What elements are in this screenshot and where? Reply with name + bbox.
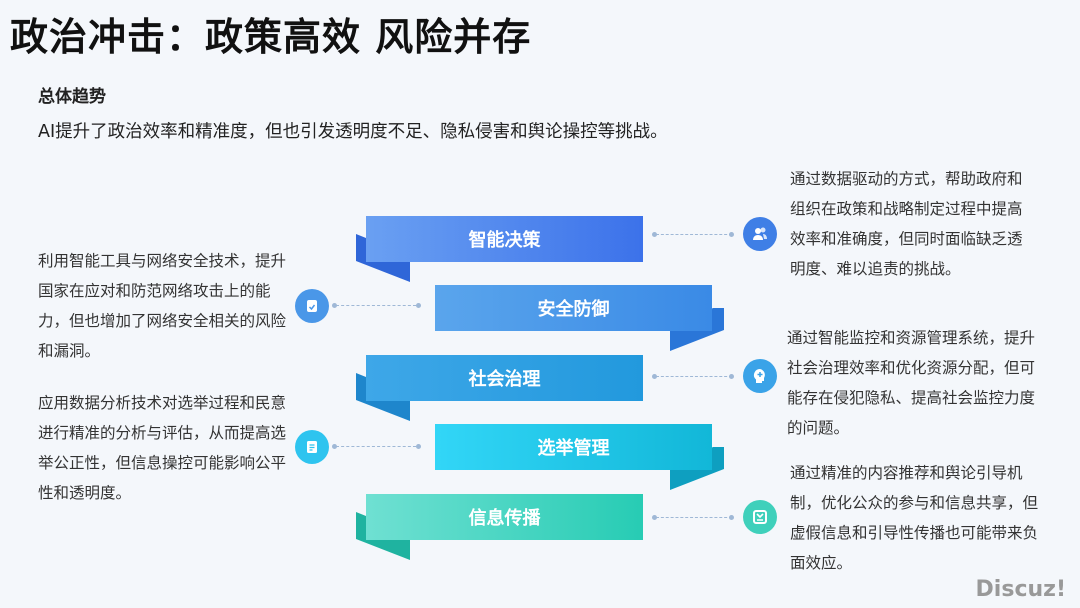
banner-label: 选举管理 (537, 438, 610, 459)
desc-security-defense: 利用智能工具与网络安全技术，提升国家在应对和防范网络攻击上的能力，但也增加了网络… (38, 252, 287, 360)
lightbulb-head-icon (743, 359, 777, 393)
banner-label: 社会治理 (468, 369, 541, 390)
users-icon (743, 217, 777, 251)
watermark: Discuz! (975, 577, 1066, 602)
desc-information-spread: 通过精准的内容推荐和舆论引导机制，优化公众的参与和信息共享，但虚假信息和引导性传… (790, 464, 1039, 572)
desc-social-governance: 通过智能监控和资源管理系统，提升社会治理效率和优化资源分配，但可能存在侵犯隐私、… (787, 329, 1036, 437)
desc-election-management: 应用数据分析技术对选举过程和民意进行精准的分析与评估，从而提高选举公正性，但信息… (38, 394, 287, 502)
banner-social-governance: 社会治理 (366, 355, 643, 401)
banner-label: 智能决策 (468, 230, 541, 251)
shield-check-icon (295, 289, 329, 323)
banner-information-spread: 信息传播 (366, 494, 643, 540)
desc-smart-decision: 通过数据驱动的方式，帮助政府和组织在政策和战略制定过程中提高效率和准确度，但同时… (790, 170, 1023, 278)
summary-text: AI提升了政治效率和精准度，但也引发透明度不足、隐私侵害和舆论操控等挑战。 (38, 122, 668, 142)
banner-security-defense: 安全防御 (435, 285, 712, 331)
clipboard-icon (295, 430, 329, 464)
banner-smart-decision: 智能决策 (366, 216, 643, 262)
banner-label: 信息传播 (468, 508, 541, 529)
page-title: 政治冲击：政策高效 风险并存 (10, 15, 532, 59)
banner-election-management: 选举管理 (435, 424, 712, 470)
section-subtitle: 总体趋势 (38, 87, 106, 107)
message-box-icon (743, 500, 777, 534)
banner-label: 安全防御 (537, 299, 610, 320)
